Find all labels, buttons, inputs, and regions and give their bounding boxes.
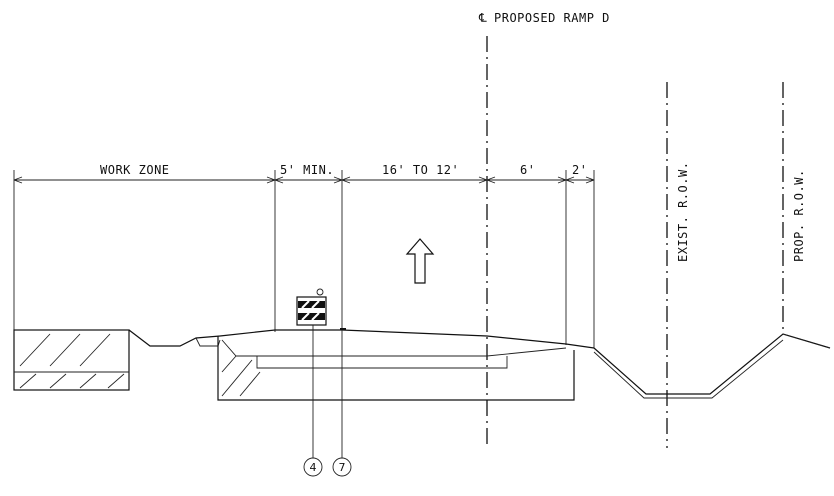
dim-shoulder: 6'	[520, 163, 535, 177]
callout-7-label: 7	[339, 461, 346, 474]
hatch-line	[221, 355, 237, 373]
barricade-stripe-cut	[301, 300, 310, 309]
callout-4-bubble	[303, 457, 323, 477]
barricade-stripe	[298, 313, 325, 320]
exist-row-line: EXIST. R.O.W.	[666, 82, 690, 448]
dim-lane-width: 16' TO 12'	[382, 163, 459, 177]
hatch-line	[49, 373, 67, 389]
up-arrow-icon	[405, 238, 435, 284]
exist-row-label: EXIST. R.O.W.	[676, 162, 690, 262]
hatch-line	[239, 371, 261, 397]
dim-arrow	[557, 176, 575, 184]
hatch-line	[79, 373, 97, 389]
up-arrow-outline	[405, 238, 435, 284]
hatch-line	[79, 333, 111, 367]
dim-arrow	[585, 176, 595, 184]
ditch-inner	[195, 337, 221, 347]
ditch-profile	[128, 329, 221, 347]
dim-min-offset: 5' MIN.	[280, 163, 334, 177]
centerline-symbol: ℄	[478, 11, 487, 25]
dim-arrow	[13, 176, 23, 184]
barricade-stripe-cut	[301, 312, 310, 321]
centerline-label: PROPOSED RAMP D	[494, 11, 610, 25]
dim-arrow	[478, 176, 496, 184]
subbase-outline	[217, 336, 575, 401]
ground-profile-right	[593, 333, 831, 395]
barricade-light	[316, 288, 324, 296]
dim-arrow	[333, 176, 351, 184]
hatch-line	[221, 359, 253, 397]
barricade-stripe	[298, 301, 325, 308]
barricade-icon	[296, 288, 327, 326]
pavement-top-surface	[219, 329, 595, 349]
existing-pavement-box	[13, 329, 130, 391]
hatch-line	[49, 333, 81, 367]
hatch-line	[107, 373, 125, 389]
pavement-course-2	[256, 356, 508, 369]
barricade-stripe-cut	[311, 312, 320, 321]
dim-work-zone: WORK ZONE	[100, 163, 170, 177]
pavement-marker	[340, 328, 346, 330]
proposed-pavement-section	[217, 329, 595, 401]
existing-pavement-left	[13, 329, 130, 391]
dimension-row: WORK ZONE 5' MIN. 16' TO 12' 6' 2'	[13, 163, 595, 348]
ground-profile-right-inner	[593, 339, 784, 399]
ground-extension-dashed	[782, 333, 831, 349]
dim-gutter: 2'	[572, 163, 587, 177]
dim-arrow	[266, 176, 284, 184]
prop-row-line: PROP. R.O.W.	[782, 82, 806, 334]
prop-row-label: PROP. R.O.W.	[792, 169, 806, 262]
hatch-line	[19, 373, 37, 389]
barricade-stripe-cut	[311, 300, 320, 309]
hatch-line	[19, 333, 51, 367]
callout-4-label: 4	[310, 461, 317, 474]
barricade-body	[296, 296, 327, 326]
callout-7-bubble	[332, 457, 352, 477]
callout-group: 4 7	[303, 325, 352, 477]
pavement-course-1	[221, 339, 567, 357]
centerline-ramp-d: ℄ PROPOSED RAMP D	[478, 11, 610, 448]
